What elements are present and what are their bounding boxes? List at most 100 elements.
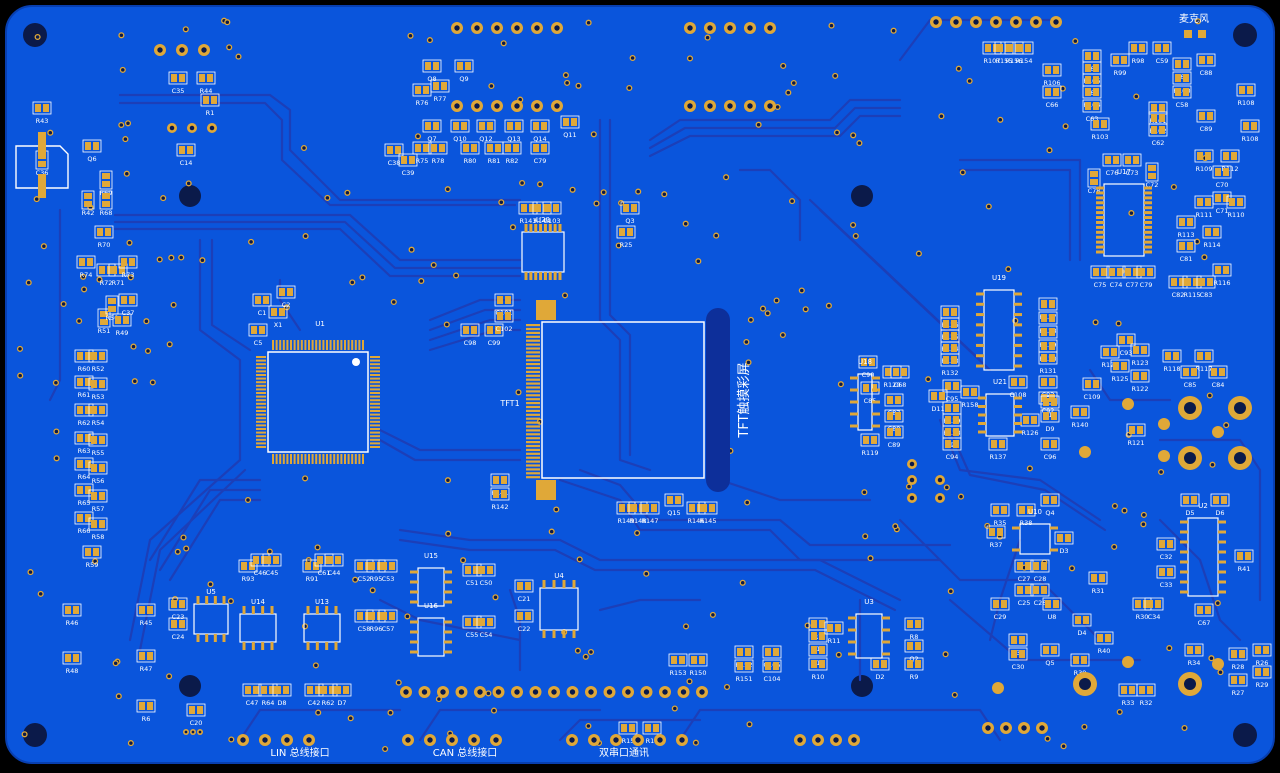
ic-pin (297, 454, 300, 464)
ic-pin (370, 359, 380, 362)
ic-ref-label: U5 (206, 588, 216, 596)
ref-label: R51 (98, 327, 111, 335)
pad (79, 258, 85, 266)
pad (317, 556, 323, 564)
pin-hole (909, 461, 915, 467)
via (747, 316, 754, 323)
ref-label: R71 (112, 279, 125, 287)
pad (533, 122, 539, 130)
pad (463, 326, 469, 334)
silk-outline (1252, 665, 1272, 679)
ref-label: R78 (432, 157, 445, 165)
tft-pin (526, 460, 540, 463)
pad (873, 660, 879, 668)
via (1116, 708, 1123, 716)
component-r12: R12 (808, 643, 828, 667)
pin-hole (973, 19, 979, 25)
pad (991, 440, 997, 448)
ref-label: R133 (942, 357, 959, 365)
component-r98: R98 (1128, 41, 1148, 65)
ref-label: R137 (990, 453, 1007, 461)
ic-pin (256, 420, 266, 423)
pad (203, 96, 209, 104)
silk-outline (1038, 325, 1058, 339)
ref-label: R103 (1092, 133, 1109, 141)
ic-pin (976, 333, 984, 337)
pad (487, 122, 493, 130)
via (359, 274, 366, 281)
ref-label: R105 (1084, 77, 1101, 85)
ref-label: R142 (492, 503, 509, 511)
pad (471, 326, 477, 334)
silk-outline (616, 225, 636, 239)
component-r100: R100 (1172, 71, 1192, 95)
silk-outline (988, 437, 1008, 451)
via (143, 318, 150, 325)
pad (1093, 380, 1099, 388)
tft-pin (526, 444, 540, 448)
pad (119, 266, 125, 274)
silk-outline (1240, 119, 1260, 133)
pad (91, 406, 97, 414)
component-c31: C31 (1008, 633, 1028, 657)
ic-ref-label: U1 (315, 320, 325, 328)
pad (521, 204, 527, 212)
ref-label: Q13 (507, 135, 520, 143)
ic-pin (256, 363, 266, 366)
pin-hole (449, 737, 455, 743)
ic-pin (256, 377, 266, 380)
ref-label: Q7 (427, 135, 436, 143)
tft-pin (526, 351, 540, 354)
pin-hole (514, 689, 520, 695)
via (585, 19, 592, 26)
pad (915, 660, 921, 668)
pad (321, 686, 327, 694)
ic-pin (1096, 230, 1104, 234)
silk-outline (1082, 377, 1102, 391)
ref-label: R38 (1020, 519, 1033, 527)
silk-outline (1196, 109, 1216, 123)
component-r129: R129 (1038, 325, 1058, 349)
pad (1185, 278, 1191, 286)
pad (627, 228, 633, 236)
silk-outline (734, 659, 754, 673)
component-q5: Q5 (1040, 643, 1060, 667)
component-c33: C33 (1156, 565, 1176, 589)
via (925, 376, 932, 383)
via (382, 745, 389, 753)
ic-pin (872, 400, 880, 404)
silk-outline (384, 143, 404, 157)
can-port-label: CAN 总线接口 (433, 746, 497, 759)
ic-pin (318, 454, 321, 464)
pad (525, 612, 531, 620)
pad (147, 652, 153, 660)
test-pin (907, 475, 917, 485)
ic-pin (251, 606, 255, 614)
via (850, 221, 857, 229)
pin-hole (1234, 402, 1246, 414)
via (76, 317, 83, 325)
component-c14: C14 (176, 143, 196, 167)
via (1046, 147, 1053, 154)
pin-hole (493, 737, 499, 743)
via (833, 129, 841, 136)
ref-label: R108 (1238, 99, 1255, 107)
ref-label: D7 (337, 699, 346, 707)
pad (1049, 300, 1055, 308)
via (185, 180, 192, 187)
ic-pin (358, 340, 361, 350)
ref-label: C26 (1034, 599, 1047, 607)
pad (493, 476, 499, 484)
pad (863, 384, 869, 392)
component-c104: C104 (762, 659, 782, 683)
pad (465, 566, 471, 574)
via (349, 279, 356, 286)
silk-outline (1148, 101, 1168, 115)
via (561, 292, 569, 299)
mount-hole-bottom-right (1233, 723, 1257, 747)
ic-pin (315, 642, 319, 650)
ic-pin (279, 340, 282, 350)
pin-hole (494, 103, 500, 109)
via (1026, 465, 1033, 472)
pad (907, 620, 913, 628)
